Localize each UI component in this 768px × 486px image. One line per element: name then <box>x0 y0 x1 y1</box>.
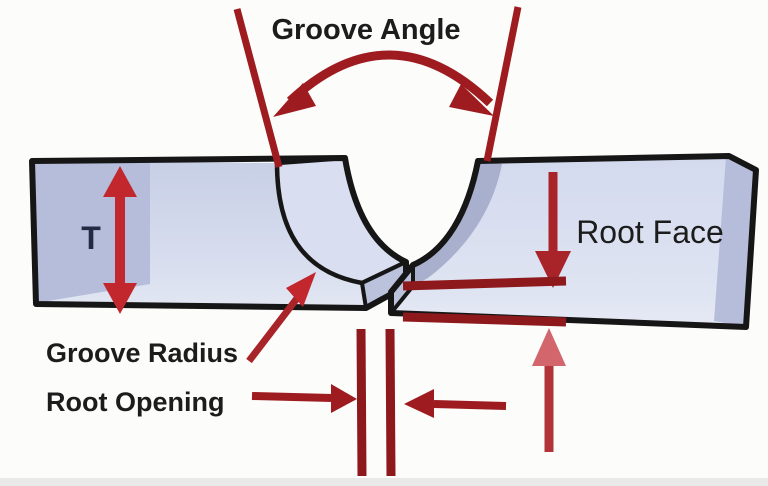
groove-radius-label: Groove Radius <box>46 338 238 368</box>
groove-angle-arrowhead-left <box>273 83 316 117</box>
root-opening-arrowhead-left <box>331 384 357 413</box>
root-face-label: Root Face <box>576 214 724 250</box>
groove-angle-extension-line-left <box>233 8 283 168</box>
thickness-arrowhead-top <box>103 166 137 197</box>
root-opening-arrow-left-shaft <box>251 392 333 402</box>
right-plate-end-face <box>714 157 756 327</box>
groove-angle-arrowhead-right <box>449 84 494 116</box>
root-opening-arrow-right-shaft <box>433 400 507 410</box>
groove-radius-arrow-shaft <box>246 294 301 364</box>
root-opening-arrowhead-right <box>404 389 434 418</box>
labels: Groove Angle T Root Face Groove Radius R… <box>46 14 724 417</box>
root-face-up-arrowhead <box>532 328 566 366</box>
root-face-down-arrowhead <box>535 251 571 288</box>
groove-radius-arrowhead <box>286 272 316 307</box>
thickness-arrowhead-bottom <box>103 283 137 314</box>
root-opening-extension-line-right <box>385 328 396 477</box>
annotations <box>103 6 571 477</box>
thickness-label: T <box>81 220 101 256</box>
root-face-upper-line <box>402 276 567 291</box>
root-face-lower-line <box>402 312 567 327</box>
groove-angle-extension-line-right <box>483 6 522 162</box>
root-opening-label: Root Opening <box>46 387 224 417</box>
groove-angle-arc-arrow <box>286 50 494 107</box>
bottom-border-band <box>0 478 768 486</box>
groove-angle-label: Groove Angle <box>271 14 460 46</box>
right-plate-outline <box>388 153 759 330</box>
root-opening-extension-line-left <box>356 328 367 477</box>
